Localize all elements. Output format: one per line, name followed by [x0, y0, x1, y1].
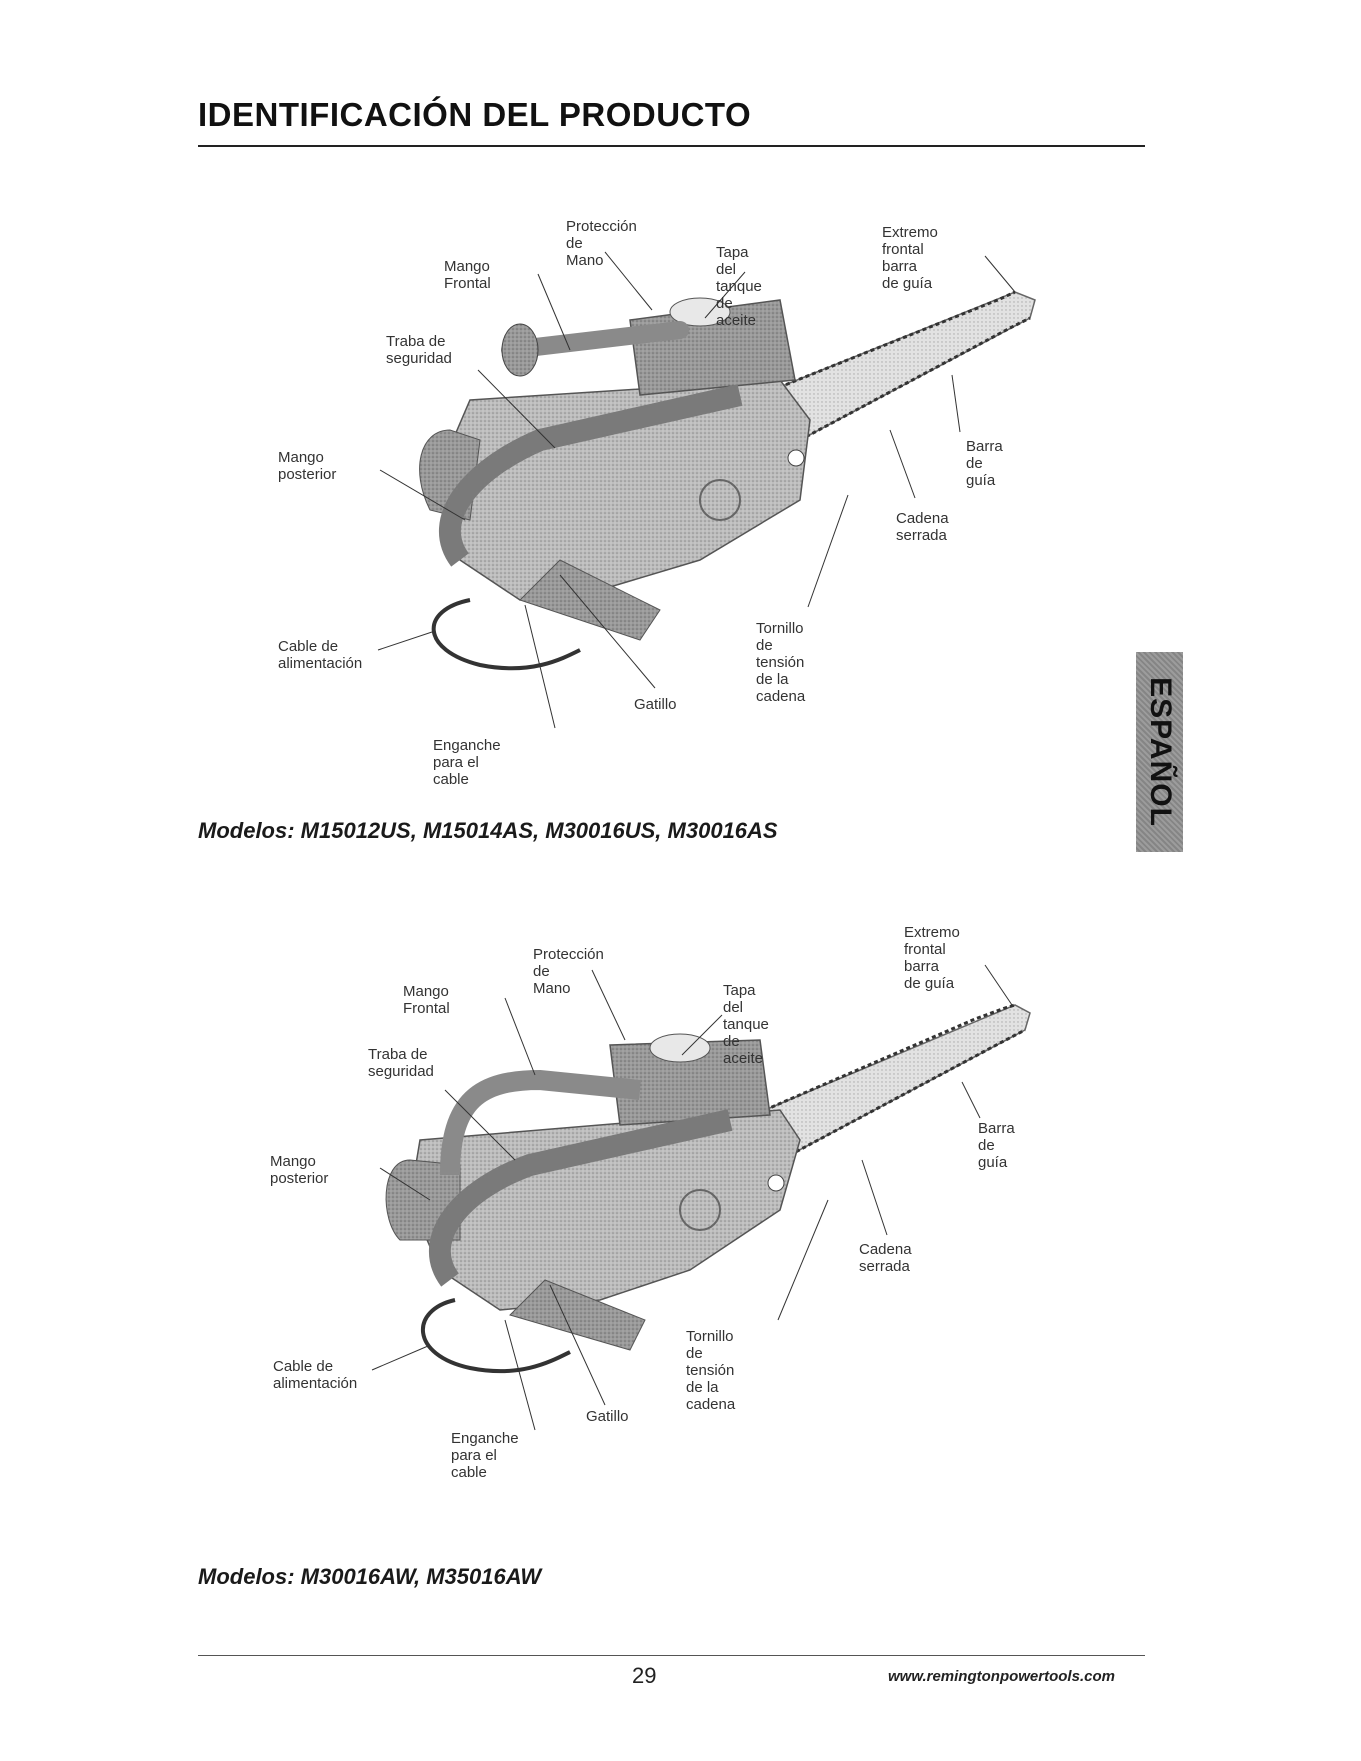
label-traba-seguridad-2: Traba de seguridad	[368, 1046, 434, 1080]
label-proteccion-mano-2: Protección de Mano	[533, 946, 604, 997]
label-tornillo-tension-2: Tornillo de tensión de la cadena	[686, 1328, 735, 1413]
label-extremo-frontal-2: Extremo frontal barra de guía	[904, 924, 960, 992]
footer-divider	[198, 1655, 1145, 1656]
language-tab: ESPAÑOL	[1136, 652, 1183, 852]
label-gatillo-2: Gatillo	[586, 1408, 629, 1425]
website-url: www.remingtonpowertools.com	[888, 1668, 1115, 1685]
label-mango-posterior-2: Mango posterior	[270, 1153, 328, 1187]
label-cable-alimentacion-2: Cable de alimentación	[273, 1358, 357, 1392]
models-caption-2: Modelos: M30016AW, M35016AW	[198, 1564, 541, 1590]
label-mango-frontal-2: Mango Frontal	[403, 983, 450, 1017]
label-enganche-cable-2: Enganche para el cable	[451, 1430, 519, 1481]
page-number: 29	[632, 1663, 656, 1689]
label-barra-guia-2: Barra de guía	[978, 1120, 1015, 1171]
language-tab-label: ESPAÑOL	[1143, 677, 1177, 827]
label-tapa-tanque-2: Tapa del tanque de aceite	[723, 982, 769, 1067]
label-cadena-serrada-2: Cadena serrada	[859, 1241, 912, 1275]
